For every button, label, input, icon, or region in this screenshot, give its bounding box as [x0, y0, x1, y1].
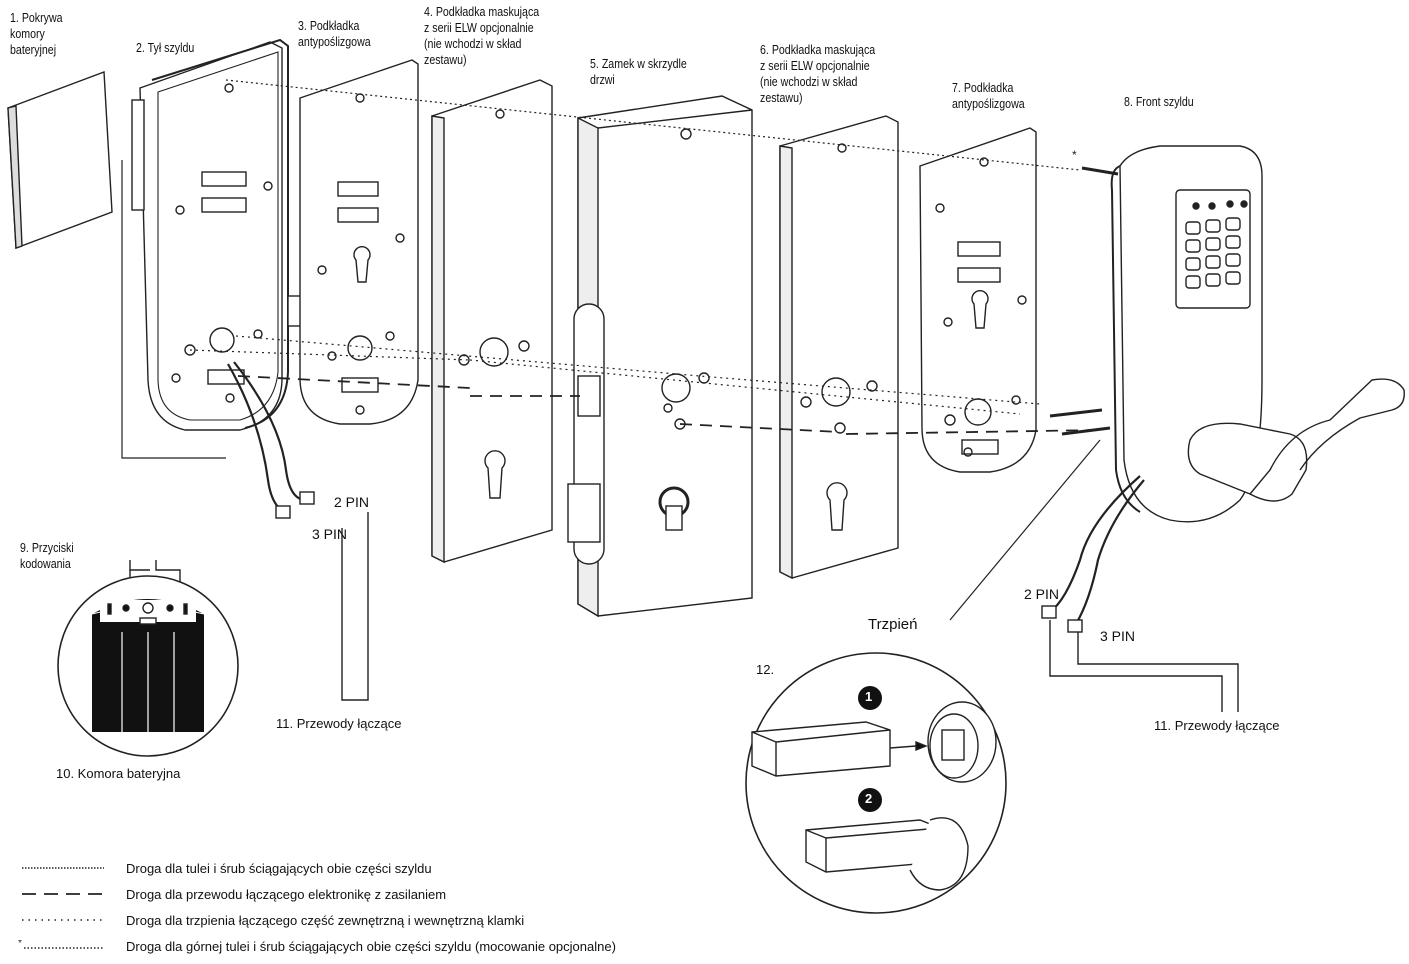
legend-text: Droga dla górnej tulei i śrub ściągający…: [126, 938, 616, 954]
antislip-pad-back-part: [299, 59, 419, 425]
label-battery-cover: 1. Pokrywa komory bateryjnej: [10, 11, 63, 57]
legend-star-dotted-line: *: [18, 940, 104, 949]
front-plate-part: [1049, 145, 1405, 523]
left-wires: [227, 361, 369, 701]
mask-pad-back-part: [431, 79, 553, 564]
label-spindle: Trzpień: [868, 616, 918, 633]
label-coding-buttons: 9. Przyciski kodowania: [20, 541, 74, 571]
svg-text:*: *: [18, 940, 22, 949]
door-lock-part: [567, 95, 753, 618]
step-1-badge: 1: [865, 689, 873, 704]
legend-dashed-line: [22, 893, 104, 895]
legend-text: Droga dla tulei i śrub ściągających obie…: [126, 860, 432, 876]
label-battery-compartment: 10. Komora bateryjna: [56, 766, 181, 781]
antislip-pad-front-part: [919, 127, 1037, 473]
label-mask-pad-back: 4. Podkładka maskująca z serii ELW opcjo…: [424, 5, 540, 67]
right-wires: [1041, 475, 1239, 712]
label-door-lock: 5. Zamek w skrzydle drzwi: [590, 57, 687, 87]
legend-row-wire-path: Droga dla przewodu łączącego elektronikę…: [18, 884, 446, 904]
pin-label-right-2: 2 PIN: [1024, 586, 1060, 602]
mask-pad-front-part: [779, 115, 899, 580]
pin-label-right-3: 3 PIN: [1100, 628, 1136, 644]
legend-text: Droga dla trzpienia łączącego część zewn…: [126, 912, 525, 928]
label-mask-pad-front: 6. Podkładka maskująca z serii ELW opcjo…: [760, 43, 876, 105]
step-2-badge: 2: [865, 791, 873, 806]
spindle-detail: [745, 652, 1007, 914]
back-plate-part: [131, 38, 303, 431]
label-spindle-detail-number: 12.: [756, 662, 775, 677]
battery-cover-part: [7, 71, 113, 249]
label-wires-left: 11. Przewody łączące: [276, 716, 402, 731]
label-antislip-pad-front: 7. Podkładka antypoślizgowa: [952, 81, 1025, 111]
legend-fine-dotted-line: [22, 867, 104, 869]
legend-sparse-dotted-line: [22, 919, 104, 921]
label-back-plate: 2. Tył szyldu: [136, 41, 195, 55]
guide-lines: [121, 79, 1101, 621]
battery-compartment-detail: [57, 560, 239, 757]
star-marker: *: [1072, 148, 1077, 162]
label-wires-right: 11. Przewody łączące: [1154, 718, 1280, 733]
pin-label-left-2: 2 PIN: [334, 494, 370, 510]
legend-row-spindle-path: Droga dla trzpienia łączącego część zewn…: [18, 910, 524, 930]
pin-label-left-3: 3 PIN: [312, 526, 348, 542]
legend-text: Droga dla przewodu łączącego elektronikę…: [126, 886, 447, 902]
legend-row-screw-path: Droga dla tulei i śrub ściągających obie…: [18, 858, 432, 878]
legend-row-top-sleeve-path: * Droga dla górnej tulei i śrub ściągają…: [18, 936, 616, 956]
label-front-plate: 8. Front szyldu: [1124, 95, 1194, 109]
label-antislip-pad-back: 3. Podkładka antypoślizgowa: [298, 19, 371, 49]
